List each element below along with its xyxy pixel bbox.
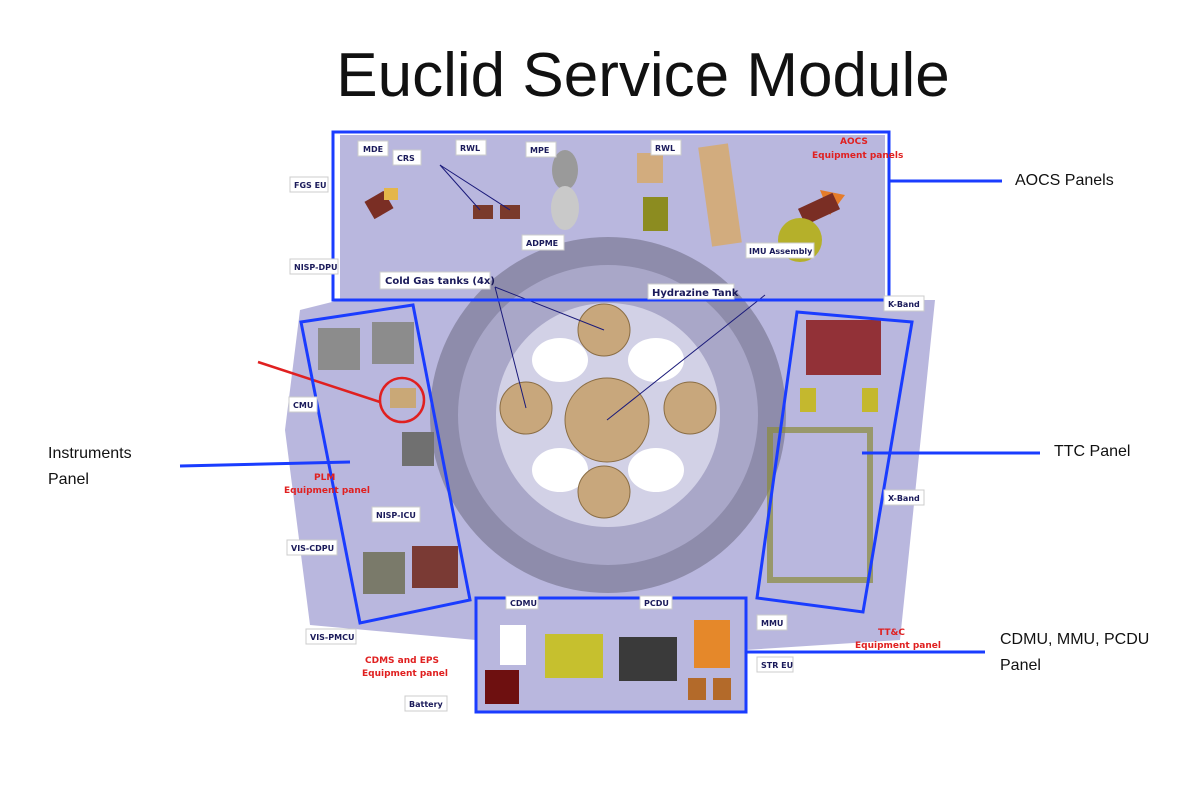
label-cmu: CMU bbox=[288, 396, 318, 413]
label-str-eu: STR EU bbox=[756, 656, 794, 673]
svg-text:STR EU: STR EU bbox=[761, 661, 793, 670]
svg-text:VIS-CDPU: VIS-CDPU bbox=[291, 544, 334, 553]
label-plm-equipment: Equipment panel bbox=[284, 486, 370, 496]
cdmu-highlight bbox=[474, 596, 748, 714]
label-adpme: ADPME bbox=[521, 234, 565, 251]
label-vis-pmcu: VIS-PMCU bbox=[305, 628, 357, 645]
red-arrow bbox=[257, 360, 381, 404]
svg-text:RWL: RWL bbox=[460, 144, 480, 153]
leader-lines bbox=[439, 164, 766, 421]
label-hydrazine: Hydrazine Tank bbox=[647, 283, 739, 300]
callout-cdmu-panel: CDMU, MMU, PCDU Panel bbox=[1000, 627, 1149, 679]
label-x-band: X-Band bbox=[883, 489, 925, 506]
svg-text:NISP-DPU: NISP-DPU bbox=[294, 263, 337, 272]
label-imu: IMU Assembly bbox=[745, 242, 815, 259]
svg-text:Battery: Battery bbox=[409, 700, 444, 709]
callout-line: Panel bbox=[1000, 657, 1041, 674]
label-mde: MDE bbox=[357, 140, 389, 157]
callout-line: Panel bbox=[48, 471, 89, 488]
label-ttc-equipment: Equipment panel bbox=[855, 641, 941, 651]
callout-aocs-panels: AOCS Panels bbox=[1015, 172, 1114, 189]
cold-gas-tank bbox=[663, 381, 717, 435]
label-crs: CRS bbox=[392, 149, 422, 166]
svg-text:CRS: CRS bbox=[397, 154, 415, 163]
label-battery: Battery bbox=[404, 695, 448, 712]
label-aocs-equipment: AOCS bbox=[840, 137, 868, 147]
label-rwl: RWL bbox=[455, 139, 487, 156]
instruments-highlight bbox=[299, 303, 472, 625]
svg-text:NISP-ICU: NISP-ICU bbox=[376, 511, 416, 520]
svg-text:X-Band: X-Band bbox=[888, 494, 920, 503]
svg-text:VIS-PMCU: VIS-PMCU bbox=[310, 633, 354, 642]
svg-text:K-Band: K-Band bbox=[888, 300, 920, 309]
svg-text:ADPME: ADPME bbox=[526, 239, 558, 248]
label-mmu: MMU bbox=[756, 614, 788, 631]
label-fgs-eu: FGS EU bbox=[289, 176, 329, 193]
svg-text:IMU Assembly: IMU Assembly bbox=[749, 247, 813, 256]
label-vis-cdpu: VIS-CDPU bbox=[286, 539, 338, 556]
label-nisp-icu: NISP-ICU bbox=[371, 506, 421, 523]
label-cdms-eps: CDMS and EPS bbox=[365, 656, 439, 666]
svg-text:MMU: MMU bbox=[761, 619, 783, 628]
label-plm-equipment: PLM bbox=[314, 473, 335, 483]
callout-instruments-panel: Instruments Panel bbox=[48, 441, 132, 493]
svg-text:MPE: MPE bbox=[530, 146, 549, 155]
panel-highlights bbox=[179, 130, 1040, 714]
svg-text:CMU: CMU bbox=[293, 401, 313, 410]
svg-text:MDE: MDE bbox=[363, 145, 383, 154]
svg-text:RWL: RWL bbox=[655, 144, 675, 153]
callout-line: CDMU, MMU, PCDU bbox=[1000, 631, 1150, 648]
label-cold-gas: Cold Gas tanks (4x) bbox=[379, 271, 495, 290]
label-rwl: RWL bbox=[650, 139, 682, 156]
svg-text:FGS EU: FGS EU bbox=[294, 181, 327, 190]
label-k-band: K-Band bbox=[883, 295, 925, 312]
svg-text:Hydrazine Tank: Hydrazine Tank bbox=[652, 288, 739, 299]
aocs-highlight bbox=[331, 130, 891, 302]
svg-text:CDMU: CDMU bbox=[510, 599, 537, 608]
label-cdmu: CDMU bbox=[505, 595, 539, 610]
cmu-highlight-circle bbox=[378, 376, 426, 424]
ttc-highlight bbox=[755, 310, 914, 614]
slide-title: Euclid Service Module bbox=[336, 41, 950, 110]
callout-line: Instruments bbox=[48, 445, 132, 462]
label-mpe: MPE bbox=[525, 141, 557, 158]
label-ttc-equipment: TT&C bbox=[878, 628, 905, 638]
svg-text:Cold Gas tanks (4x): Cold Gas tanks (4x) bbox=[385, 276, 495, 287]
label-nisp-dpu: NISP-DPU bbox=[289, 258, 339, 275]
equipment bbox=[318, 143, 881, 704]
label-aocs-equipment: Equipment panels bbox=[812, 151, 903, 161]
label-cdms-eps: Equipment panel bbox=[362, 669, 448, 679]
svg-text:PCDU: PCDU bbox=[644, 599, 669, 608]
callout-ttc-panel: TTC Panel bbox=[1054, 443, 1131, 460]
cold-gas-tank bbox=[577, 465, 631, 519]
label-pcdu: PCDU bbox=[639, 595, 673, 610]
